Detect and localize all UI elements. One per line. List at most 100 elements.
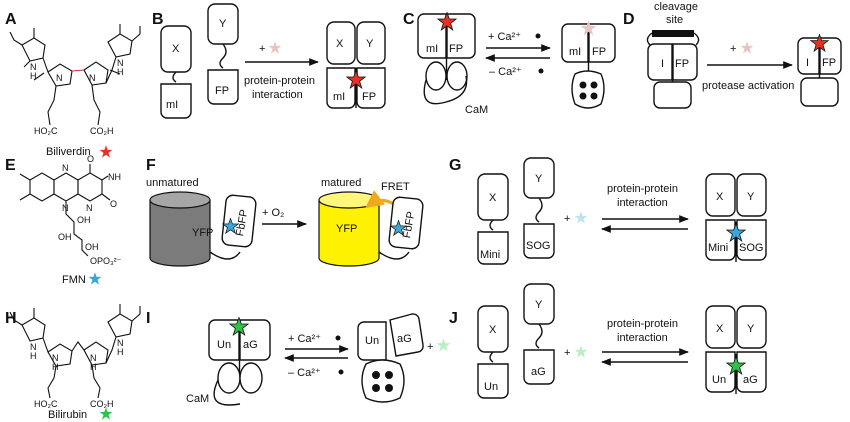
panel-letter-b: B (152, 11, 164, 28)
label-x: X (489, 192, 497, 204)
panel-c: C mI FP CaM + Ca²⁺ – Ca²⁺ mI FP (403, 11, 616, 116)
label-yfp: YFP (336, 223, 357, 235)
ca-minus-label: – Ca²⁺ (288, 367, 321, 379)
domain-fp (672, 43, 698, 81)
label-ag: aG (243, 339, 258, 351)
label-x: X (489, 324, 497, 336)
panel-letter-c: C (403, 11, 415, 28)
label-sog: SOG (739, 242, 763, 254)
cam-bound (361, 359, 405, 403)
atom-label: H (30, 71, 37, 81)
arrow-label: interaction (617, 332, 668, 344)
panel-letter-g: G (449, 157, 461, 174)
label-matured: matured (321, 177, 361, 189)
domain-fp (819, 37, 842, 75)
atom-label: H (117, 67, 124, 77)
plus-sign: + (564, 213, 570, 225)
atom-label: N (30, 62, 37, 72)
panel-f: F unmatured YFP FbFP + O₂ matured YFP FR… (146, 157, 424, 267)
cam-lobe (239, 362, 263, 394)
panel-b: B X mI Y FP + protein-protein interactio… (152, 3, 386, 119)
panel-g: G X Mini Y SOG + protein-protein interac… (449, 157, 767, 265)
domain-fp (446, 13, 476, 59)
panel-d: D cleavage site I FP + protease activati… (623, 1, 842, 109)
atom-label: HO₂C (34, 399, 58, 409)
label-y: Y (366, 38, 374, 50)
atom-label: H (30, 351, 37, 361)
atom-label: N (56, 73, 63, 83)
panel-i: I Un aG CaM + Ca²⁺ – Ca²⁺ Un aG + (146, 310, 451, 406)
domain-i (647, 43, 673, 81)
star-icon (99, 407, 113, 420)
arrow-label: protease activation (702, 80, 794, 92)
fmn-structure: O NH O N N N OH OH OH OPO₃²⁻ (19, 154, 122, 266)
domain-mi (417, 13, 447, 59)
protein-x (705, 173, 736, 217)
label-mi: mI (333, 91, 345, 103)
star-icon (436, 338, 451, 352)
molecule-label-fmn: FMN (62, 274, 86, 286)
atom-label: HO₂C (34, 126, 58, 136)
label-x: X (716, 191, 724, 203)
atom-label: NH (108, 172, 121, 182)
protein-x (705, 305, 736, 349)
scaffold (653, 81, 692, 109)
label-mi: mI (569, 46, 581, 58)
cleavage-label: cleavage (654, 1, 698, 13)
atom-label: N (62, 203, 69, 213)
atom-label: OPO₃²⁻ (90, 256, 122, 266)
label-fp: FP (215, 85, 229, 97)
label-x: X (336, 38, 344, 50)
panel-letter-d: D (623, 11, 635, 28)
label-y: Y (219, 18, 227, 30)
label-fret: FRET (381, 181, 410, 193)
yfp-cylinder-unmatured (149, 191, 211, 267)
panel-h: H N H N H N H N H HO₂C CO₂H Bilirubin (5, 304, 141, 421)
domain-un (705, 351, 736, 393)
atom-label: O (87, 154, 94, 164)
domain-mi (561, 23, 589, 63)
label-unmatured: unmatured (146, 177, 199, 189)
arrow-label: protein-protein (607, 318, 678, 330)
label-mini: Mini (480, 249, 500, 261)
atom-label: H (90, 362, 97, 372)
arrow-label: interaction (252, 89, 303, 101)
panel-letter-e: E (5, 157, 16, 174)
scaffold (800, 77, 839, 107)
label-fp: FP (362, 91, 376, 103)
atom-label: N (117, 338, 124, 348)
domain-fbfp (388, 196, 424, 250)
label-y: Y (535, 173, 543, 185)
panel-letter-f: F (146, 157, 156, 174)
arrow-label: protein-protein (607, 183, 678, 195)
atom-label: OH (58, 232, 72, 242)
biliverdin-structure: N H N N N H HO₂C CO₂H (9, 24, 141, 136)
cam-bound (571, 70, 605, 109)
cam-lobe (425, 61, 447, 91)
label-cam: CaM (186, 393, 209, 405)
label-fp: FP (592, 46, 606, 58)
star-icon (574, 345, 588, 358)
label-x: X (716, 323, 724, 335)
label-y: Y (747, 323, 755, 335)
label-fp: FP (822, 57, 836, 69)
plus-sign: + (730, 43, 736, 55)
label-mini: Mini (708, 242, 728, 254)
domain-fp (207, 69, 239, 105)
label-y: Y (747, 191, 755, 203)
plus-sign: + (427, 341, 433, 353)
atom-label: CO₂H (90, 399, 114, 409)
panel-e: E O NH O N N N OH OH OH OPO₃²⁻ FMN (5, 154, 122, 286)
label-x: X (172, 43, 180, 55)
atom-label: OH (85, 242, 99, 252)
atom-label: OH (77, 215, 91, 225)
label-sog: SOG (526, 240, 550, 252)
atom-label: H (117, 347, 124, 357)
ca-minus-label: – Ca²⁺ (489, 66, 522, 78)
label-fp: FP (675, 58, 689, 70)
domain-fp (588, 23, 616, 63)
atom-label: N (117, 58, 124, 68)
domain-ag (389, 313, 424, 357)
domain-fbfp (221, 194, 257, 248)
